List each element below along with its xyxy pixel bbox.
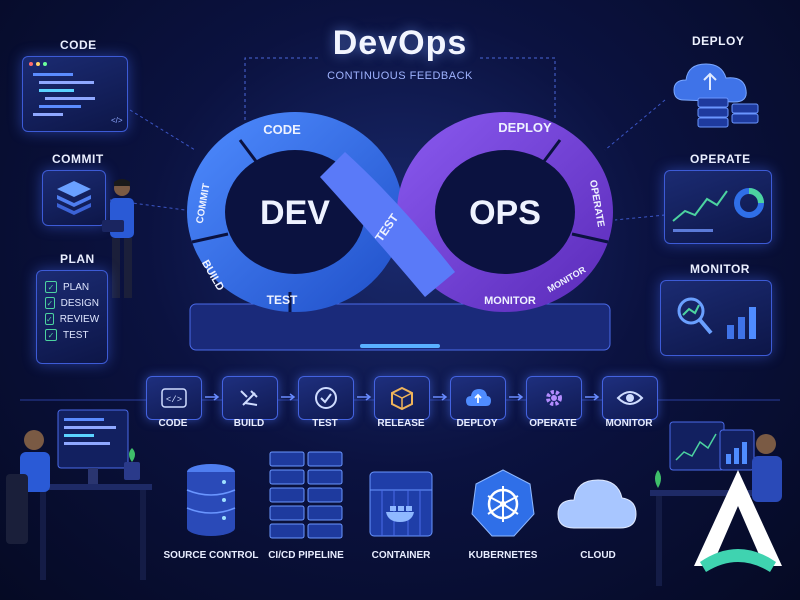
check-icon: ✓	[45, 297, 55, 309]
dev-text: DEV	[260, 194, 330, 232]
plan-item: ✓DESIGN	[45, 297, 99, 309]
arrow-right-icon	[281, 393, 296, 401]
wrench-icon	[240, 390, 258, 406]
brand-logo-icon	[694, 470, 782, 572]
pipeline-deploy-label: DEPLOY	[456, 418, 498, 429]
check-icon: ✓	[45, 281, 57, 293]
eye-icon	[616, 391, 644, 405]
svg-text:</>: </>	[166, 395, 182, 405]
monitor-label: MONITOR	[690, 262, 750, 276]
crossing-band	[320, 152, 455, 297]
commit-label: COMMIT	[52, 152, 104, 166]
cloud-server-icon	[673, 63, 759, 128]
page-subtitle: CONTINUOUS FEEDBACK	[327, 70, 473, 82]
layers-icon	[57, 181, 91, 215]
developer-desk-right-icon	[650, 421, 782, 586]
container-icon	[369, 471, 433, 537]
plan-item: ✓PLAN	[45, 281, 99, 293]
ops-hole	[435, 150, 575, 274]
page-title: DevOps	[332, 24, 468, 62]
infra-cloud-label: CLOUD	[580, 550, 616, 561]
infra-container-label: CONTAINER	[371, 550, 431, 561]
loop-platform	[189, 303, 611, 351]
line-chart-icon	[672, 188, 764, 232]
deploy-label: DEPLOY	[692, 34, 745, 48]
monitor-dashboard	[660, 280, 772, 356]
check-circle-icon	[315, 387, 337, 409]
arrow-right-icon	[509, 393, 524, 401]
pipeline-build-label: BUILD	[233, 418, 265, 429]
code-lines-icon: </>	[29, 62, 123, 125]
pipeline-code-box: </>	[146, 376, 202, 420]
kubernetes-icon	[471, 469, 535, 537]
plan-item: ✓REVIEW	[45, 313, 100, 325]
pipeline-monitor-label: MONITOR	[605, 418, 653, 429]
code-label: CODE	[60, 38, 97, 52]
operate-label: OPERATE	[690, 152, 751, 166]
loop-code-text: CODE	[263, 122, 301, 137]
plan-checklist: ✓PLAN ✓DESIGN ✓REVIEW ✓TEST	[36, 270, 108, 364]
cloud-upload-icon	[466, 389, 491, 406]
gear-icon	[546, 390, 562, 406]
pipeline-operate-label: OPERATE	[529, 418, 577, 429]
pipeline-test-label: TEST	[312, 418, 338, 429]
platform-light	[360, 344, 440, 348]
infra-source-control-label: SOURCE CONTROL	[163, 550, 259, 561]
pipeline-operate-box	[526, 376, 582, 420]
code-brackets-icon: </>	[161, 388, 187, 408]
source-control-database-icon	[186, 464, 236, 536]
check-icon: ✓	[45, 329, 57, 341]
arrow-right-icon	[205, 393, 220, 401]
pipeline-release-label: RELEASE	[377, 418, 425, 429]
pipeline-monitor-box	[602, 376, 658, 420]
operate-dashboard	[664, 170, 772, 244]
ops-text: OPS	[469, 194, 541, 232]
loop-monitor-text: MONITOR	[484, 295, 536, 307]
plan-item: ✓TEST	[45, 329, 99, 341]
commit-panel	[42, 170, 106, 226]
developer-desk-left-icon	[6, 409, 152, 580]
magnifier-chart-icon	[677, 297, 756, 339]
infra-kubernetes-label: KUBERNETES	[468, 550, 538, 561]
pipeline-test-box	[298, 376, 354, 420]
developer-figure-icon	[102, 179, 134, 298]
check-icon: ✓	[45, 313, 54, 325]
pipeline-deploy-box	[450, 376, 506, 420]
svg-text:</>: </>	[111, 116, 123, 125]
arrow-right-icon	[585, 393, 600, 401]
pipeline-release-box	[374, 376, 430, 420]
loop-deploy-text: DEPLOY	[498, 120, 552, 135]
infra-cicd-label: CI/CD PIPELINE	[268, 550, 344, 561]
arrow-right-icon	[433, 393, 448, 401]
code-editor-panel: </>	[22, 56, 128, 132]
cloud-icon	[557, 479, 637, 529]
devops-infinity-loop: DEV OPS CODE TEST BUILD COMMIT TEST DEPL…	[187, 112, 613, 351]
pipeline-code-label: CODE	[158, 418, 188, 429]
package-icon	[391, 386, 413, 411]
loop-test-bottom-text: TEST	[267, 293, 298, 307]
pipeline-build-box	[222, 376, 278, 420]
plan-label: PLAN	[60, 252, 95, 266]
arrow-right-icon	[357, 393, 372, 401]
cicd-server-rack-icon	[269, 451, 343, 539]
